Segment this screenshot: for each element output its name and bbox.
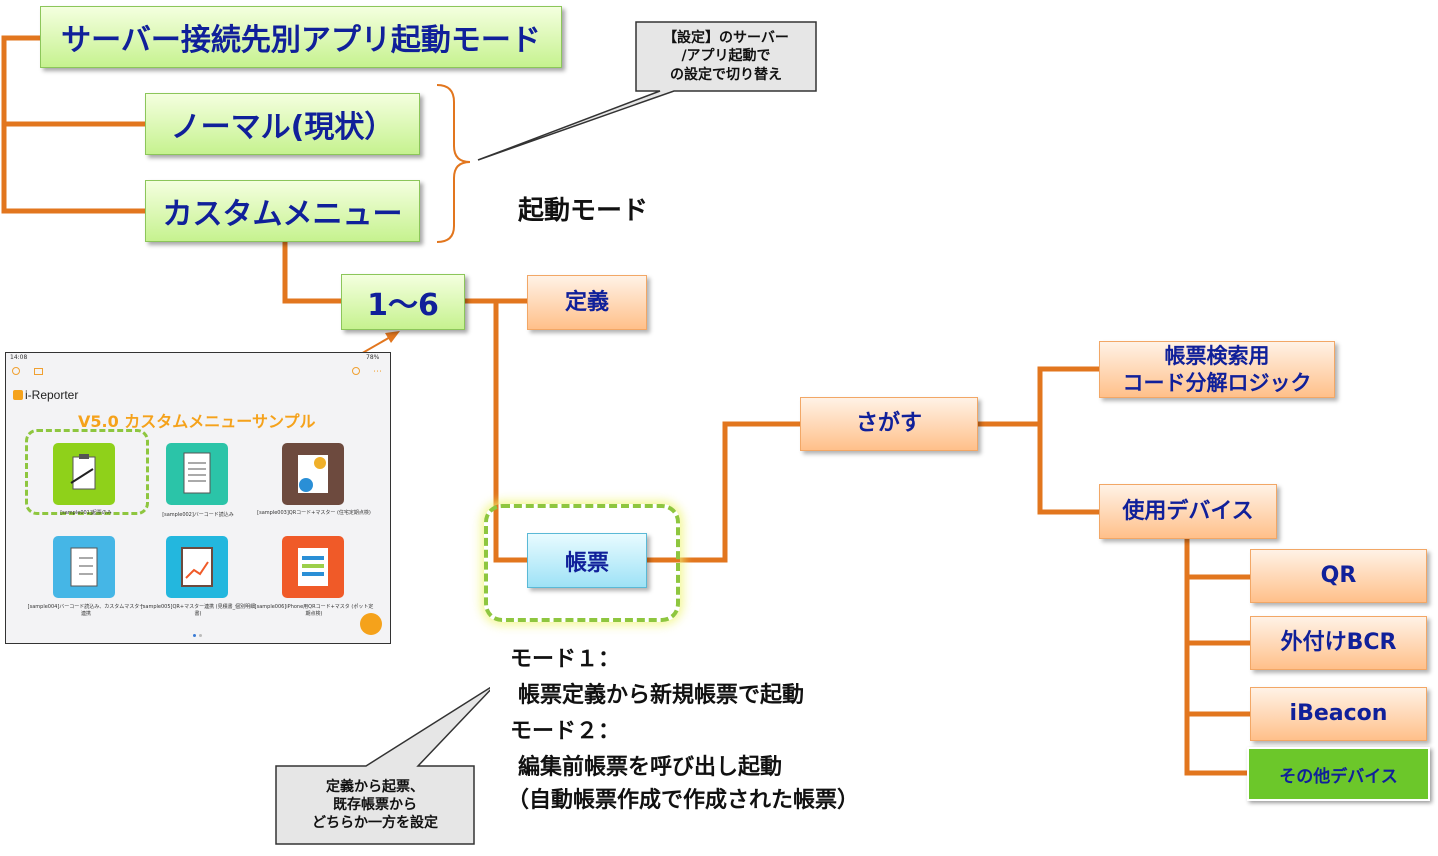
app-logo-icon [13, 390, 23, 400]
mode2-description: 編集前帳票を呼び出し起動 [518, 755, 783, 780]
tile-icon[interactable] [282, 536, 344, 598]
page-indicator-dot [199, 634, 202, 637]
tile-caption: [sample005]QR+マスター連携 (見積書_個別明細書) [140, 604, 256, 617]
tile-icon[interactable] [166, 443, 228, 505]
definition-box: 定義 [527, 275, 647, 330]
settings-callout-line: の設定で切り替え [670, 66, 782, 83]
qr-label: QR [1320, 563, 1357, 589]
form-callout-line: 既存帳票から [333, 796, 417, 813]
range-box: 1～6 [341, 274, 465, 330]
settings-icon[interactable] [12, 367, 20, 375]
mode1-description: 帳票定義から新規帳票で起動 [518, 683, 805, 708]
app-name: i-Reporter [25, 388, 79, 402]
other-device-box: その他デバイス [1247, 747, 1430, 801]
ipad-screenshot: 14:08 78% ⋯ i-Reporter V5.0 カスタムメニューサンプル… [5, 352, 391, 644]
tile-caption: [sample002]バーコード読込み [162, 512, 234, 518]
settings-callout-line: /アプリ起動で [681, 48, 771, 65]
form-callout-line: どちらか一方を設定 [312, 815, 438, 832]
form-search-code-line: 帳票検索用 [1164, 344, 1270, 369]
tile-highlight [25, 429, 149, 515]
search-box: さがす [800, 397, 978, 451]
form-search-code-box: 帳票検索用 コード分解ロジック [1099, 341, 1335, 398]
settings-callout-shape [477, 21, 817, 161]
sidebar-icon[interactable] [34, 368, 43, 375]
qr-box: QR [1250, 549, 1427, 603]
server-mode-label: サーバー接続先別アプリ起動モード [61, 23, 541, 58]
mode2-note: （自動帳票作成で作成された帳票） [507, 788, 860, 813]
mode1-title: モード１： [510, 647, 621, 672]
normal-mode-box: ノーマル(現状） [145, 93, 420, 155]
normal-mode-label: ノーマル(現状） [170, 110, 395, 145]
page-indicator-dot [193, 634, 196, 637]
info-icon[interactable] [352, 367, 360, 375]
mode2-title: モード２： [510, 719, 621, 744]
custom-menu-box: カスタムメニュー [145, 180, 420, 242]
ibeacon-box: iBeacon [1250, 687, 1427, 741]
server-mode-box: サーバー接続先別アプリ起動モード [40, 6, 562, 68]
custom-menu-label: カスタムメニュー [162, 197, 403, 232]
ibeacon-label: iBeacon [1289, 701, 1388, 727]
tile-caption: [sample006]iPhone用QRコード+マスタ (ポット定期点検) [254, 604, 374, 617]
tile-caption: [sample001]起票のみ [60, 510, 112, 516]
settings-callout: 【設定】のサーバー /アプリ起動で の設定で切り替え [636, 22, 816, 91]
ipad-status-bar: 14:08 78% [6, 353, 389, 363]
tile-caption: [sample004]バーコード読込み、カスタムマスター連携 [27, 604, 145, 617]
form-search-code-line: コード分解ロジック [1122, 370, 1312, 395]
other-device-label: その他デバイス [1279, 766, 1398, 787]
more-icon[interactable]: ⋯ [373, 367, 382, 377]
form-highlight [484, 504, 680, 622]
tile-icon[interactable] [53, 536, 115, 598]
tile-icon[interactable] [282, 443, 344, 505]
form-callout: 定義から起票、 既存帳票から どちらか一方を設定 [276, 766, 474, 844]
form-callout-shape [275, 686, 490, 845]
definition-label: 定義 [564, 289, 609, 315]
bcr-box: 外付けBCR [1250, 616, 1427, 670]
form-callout-line: 定義から起票、 [326, 778, 424, 795]
tile-icon[interactable] [53, 443, 115, 505]
bcr-label: 外付けBCR [1280, 630, 1397, 656]
form-label: 帳票 [564, 550, 609, 576]
range-label: 1～6 [367, 288, 439, 323]
status-time: 14:08 [10, 354, 28, 361]
menu-title: V5.0 カスタムメニューサンプル [78, 412, 316, 431]
device-label: 使用デバイス [1122, 498, 1254, 524]
tile-caption: [sample003]QRコード+マスター (住宅定期点検) [257, 510, 371, 516]
search-label: さがす [855, 411, 922, 437]
fab-menu-icon[interactable] [360, 613, 382, 635]
form-box: 帳票 [527, 533, 647, 588]
status-battery: 78% [366, 354, 380, 361]
startup-mode-label: 起動モード [518, 196, 649, 226]
tile-icon[interactable] [166, 536, 228, 598]
settings-callout-line: 【設定】のサーバー [663, 30, 789, 47]
device-box: 使用デバイス [1099, 484, 1277, 539]
